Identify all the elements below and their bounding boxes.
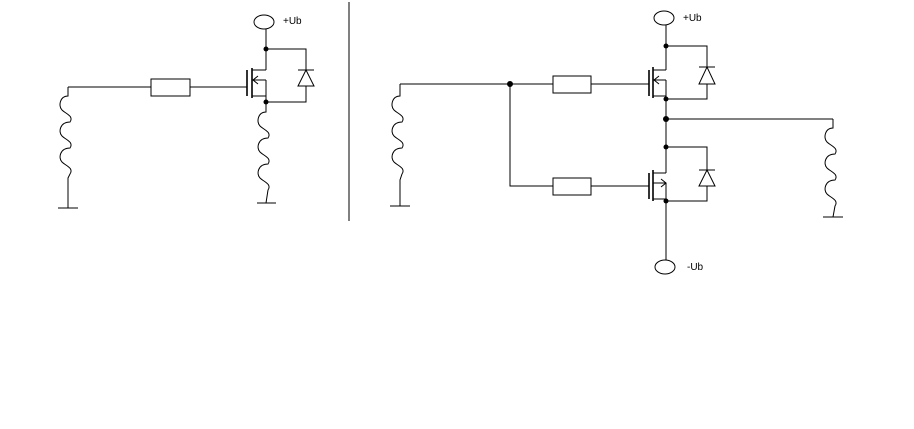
left-supply-label: +Ub	[283, 16, 302, 27]
right-positive-supply-label: +Ub	[683, 13, 702, 24]
right-upper-diode	[666, 45, 716, 100]
right-input-coil	[391, 84, 404, 206]
left-load-coil	[257, 102, 270, 204]
left-flyback-diode	[266, 48, 315, 103]
left-circuit: +Ub	[58, 14, 315, 209]
right-upper-gate-resistor	[552, 75, 592, 94]
left-supply-terminal	[253, 14, 275, 30]
right-positive-supply-terminal	[653, 10, 675, 26]
left-input-coil	[59, 87, 72, 208]
right-negative-supply-terminal	[654, 259, 676, 275]
right-circuit: +Ub	[390, 10, 843, 275]
right-lower-mosfet	[648, 170, 667, 201]
right-load-coil	[824, 119, 837, 218]
right-negative-supply-label: -Ub	[687, 262, 704, 273]
right-lower-diode	[666, 146, 716, 202]
left-mosfet	[246, 68, 266, 98]
right-lower-gate-resistor	[552, 177, 592, 196]
left-gate-resistor	[150, 78, 191, 97]
right-upper-mosfet	[648, 67, 666, 98]
